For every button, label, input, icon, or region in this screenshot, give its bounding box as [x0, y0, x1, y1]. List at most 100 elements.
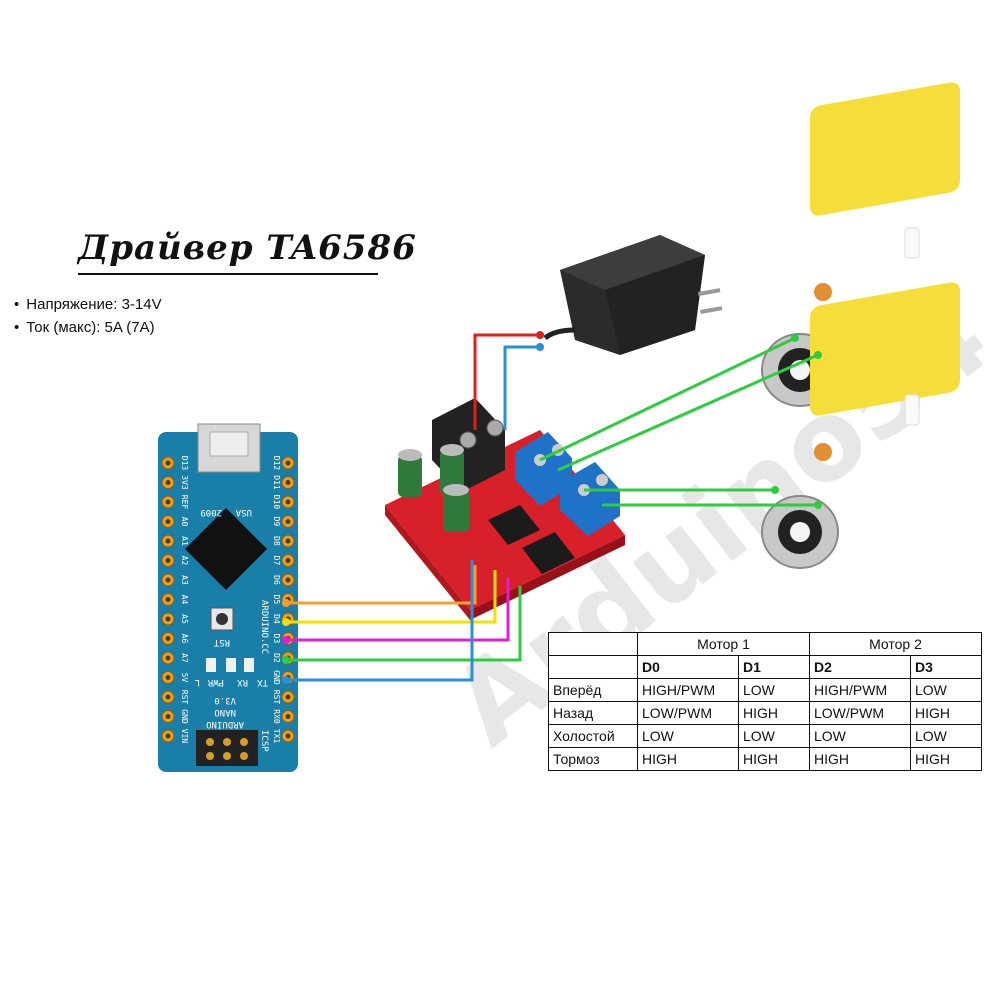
nano-pin-hole: [165, 636, 171, 641]
title-underline: [78, 273, 378, 275]
nano-pin-label-right: D9: [272, 517, 281, 527]
nano-pin-label-left: A4: [180, 595, 189, 605]
pin-header-d3: D3: [910, 655, 982, 679]
table-cell: HIGH: [738, 747, 810, 771]
power-adapter: [543, 235, 723, 355]
nano-label-rx: RX: [237, 677, 248, 687]
state-label: Холостой: [548, 724, 638, 748]
pin-header-d1: D1: [738, 655, 810, 679]
table-header-pins: D0 D1 D2 D3: [548, 655, 982, 679]
wire-blue-power: [503, 345, 540, 430]
nano-pin-hole: [165, 616, 171, 622]
motor-2-header: Мотор 2: [809, 632, 982, 656]
nano-pin-label-right: D7: [272, 556, 281, 566]
nano-pin-hole: [165, 577, 171, 583]
nano-label-rst: RST: [213, 637, 230, 647]
table-row: Назад LOW/PWM HIGH LOW/PWM HIGH: [548, 701, 982, 725]
nano-board-text-3: V3.0: [214, 695, 236, 705]
nano-pin-label-left: A1: [180, 536, 189, 546]
nano-pin-hole: [165, 655, 171, 661]
nano-pin-hole: [165, 480, 171, 485]
wire-red: [473, 333, 540, 430]
nano-pin-hole: [285, 558, 291, 563]
nano-pin-label-right: D3: [272, 634, 281, 644]
nano-label-brand: ARDUINO.CC: [259, 600, 269, 654]
nano-board-text-2: NANO: [214, 707, 236, 717]
nano-pin-label-right: D2: [272, 653, 281, 663]
nano-pin-hole: [165, 499, 171, 505]
table-cell: LOW: [809, 724, 911, 748]
nano-pin-label-left: A2: [180, 556, 189, 566]
nano-pin-label-right: D11: [272, 475, 281, 490]
nano-pin-label-left: 5V: [180, 673, 189, 683]
motor-1-header: Мотор 1: [637, 632, 810, 656]
nano-pin-label-left: REF: [180, 495, 189, 510]
nano-pin-hole: [285, 577, 291, 583]
nano-pin-label-right: D8: [272, 536, 281, 546]
control-logic-table: Мотор 1 Мотор 2 D0 D1 D2 D3 Вперёд HIGH/…: [548, 632, 982, 771]
table-row: Холостой LOW LOW LOW LOW: [548, 724, 982, 748]
table-row: Тормоз HIGH HIGH HIGH HIGH: [548, 747, 982, 771]
nano-pin-label-left: A3: [180, 575, 189, 585]
nano-pin-label-right: RX0: [272, 709, 281, 724]
nano-pin-label-right: GND: [272, 670, 281, 685]
table-cell: HIGH: [809, 747, 911, 771]
nano-pin-hole: [165, 519, 171, 524]
nano-pin-label-right: D12: [272, 456, 281, 471]
nano-pin-hole: [285, 460, 291, 466]
nano-pin-hole: [165, 597, 171, 602]
nano-pin-hole: [165, 714, 171, 719]
nano-label-year: 2009: [200, 507, 222, 517]
wires: [286, 333, 819, 682]
nano-pin-hole: [285, 499, 291, 505]
nano-pin-label-left: A7: [180, 653, 189, 663]
nano-pin-hole: [165, 460, 171, 466]
pin-header-d2: D2: [809, 655, 911, 679]
table-cell: LOW: [637, 724, 739, 748]
wire-blue-gnd: [286, 560, 474, 682]
nano-pin-hole: [285, 519, 291, 524]
wire-green-m1a: [539, 336, 796, 462]
state-label: Вперёд: [548, 678, 638, 702]
nano-pin-hole: [285, 480, 291, 485]
nano-pin-hole: [165, 558, 171, 563]
state-label: Тормоз: [548, 747, 638, 771]
pin-header-d0: D0: [637, 655, 739, 679]
table-header-motors: Мотор 1 Мотор 2: [548, 632, 982, 656]
table-corner-bottom: [548, 655, 638, 679]
wire-magenta: [286, 578, 510, 642]
nano-pin-hole: [165, 694, 171, 700]
nano-pin-label-left: RST: [180, 690, 189, 705]
table-cell: HIGH: [910, 747, 982, 771]
table-cell: HIGH: [738, 701, 810, 725]
wire-green-m1b: [557, 353, 819, 472]
nano-label-icsp: ICSP: [259, 730, 269, 752]
table-cell: LOW: [738, 678, 810, 702]
state-label: Назад: [548, 701, 638, 725]
nano-pin-hole: [165, 538, 171, 544]
table-cell: LOW: [738, 724, 810, 748]
spec-current: Ток (макс): 5A (7A): [14, 319, 162, 336]
nano-pin-label-right: D5: [272, 595, 281, 605]
wire-yellow: [286, 570, 497, 624]
table-row: Вперёд HIGH/PWM LOW HIGH/PWM LOW: [548, 678, 982, 702]
nano-pin-label-left: A6: [180, 634, 189, 644]
nano-label-tx: TX: [257, 677, 268, 687]
page-title: Драйвер TA6586: [78, 228, 417, 268]
nano-pin-label-left: A0: [180, 517, 189, 527]
nano-pin-label-left: 3V3: [180, 475, 189, 490]
spec-voltage: Напряжение: 3-14V: [14, 296, 161, 313]
nano-pin-hole: [165, 675, 171, 680]
nano-pin-label-right: D10: [272, 495, 281, 510]
wire-endpoints: [282, 331, 822, 684]
table-corner-top: [548, 632, 638, 656]
wire-green-d2: [286, 586, 522, 662]
table-cell: LOW: [910, 724, 982, 748]
nano-label-l: L: [195, 677, 200, 687]
nano-pin-label-left: VIN: [180, 729, 189, 744]
table-cell: HIGH/PWM: [637, 678, 739, 702]
nano-label-usa: USA: [235, 507, 252, 517]
nano-pin-hole: [285, 694, 291, 700]
